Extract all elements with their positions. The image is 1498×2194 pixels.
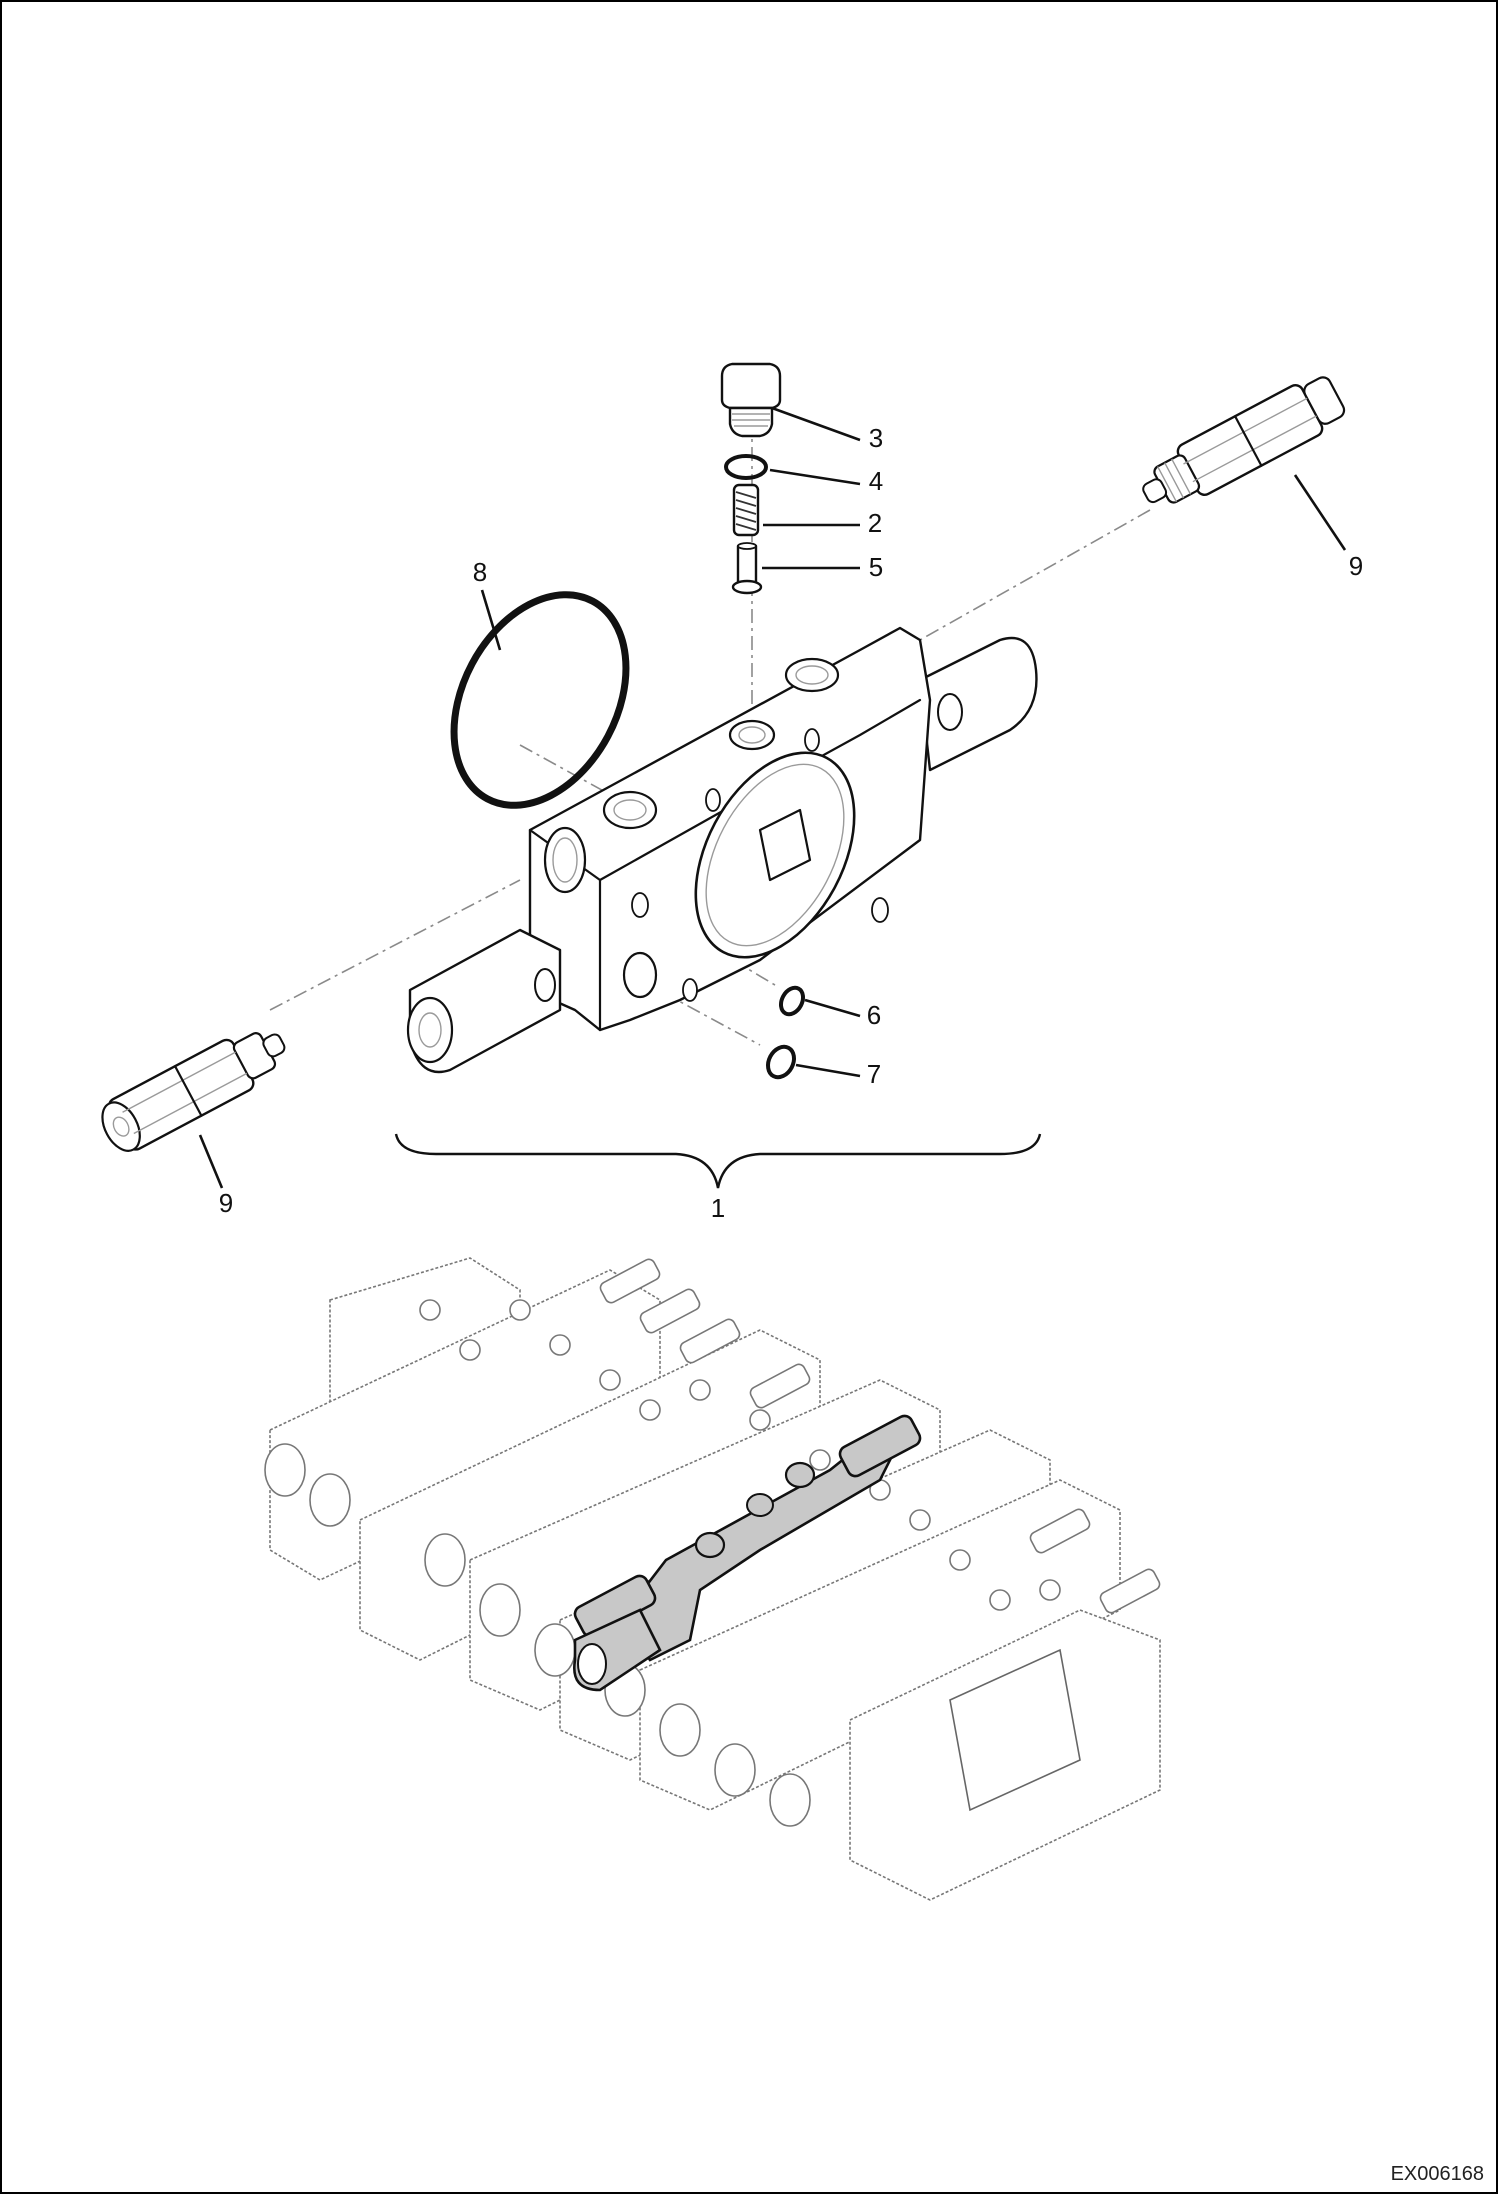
figure-id: EX006168 bbox=[1390, 2163, 1484, 2185]
leader-4 bbox=[769, 468, 861, 486]
callout-9-left: 9 bbox=[218, 1188, 234, 1218]
callout-2: 2 bbox=[867, 508, 883, 538]
callout-8: 8 bbox=[472, 557, 488, 587]
callout-5: 5 bbox=[868, 552, 884, 582]
oring-part-8[interactable] bbox=[419, 565, 660, 835]
leader-9-left bbox=[198, 1134, 224, 1189]
leader-8 bbox=[480, 589, 502, 651]
valve-section-body[interactable] bbox=[406, 626, 1038, 1074]
leader-3 bbox=[771, 406, 861, 442]
valve-stack-locator-view bbox=[264, 1257, 1161, 1901]
callout-1: 1 bbox=[710, 1193, 726, 1223]
relief-valve-right-part-9[interactable] bbox=[1133, 369, 1350, 520]
leader-9-right bbox=[1293, 474, 1347, 551]
leader-6 bbox=[804, 998, 861, 1018]
plug-part-3[interactable] bbox=[720, 362, 782, 438]
callout-6: 6 bbox=[866, 1000, 882, 1030]
poppet-part-5[interactable] bbox=[731, 542, 763, 595]
oring-part-7[interactable] bbox=[763, 1042, 799, 1082]
callout-4: 4 bbox=[868, 466, 884, 496]
highlighted-valve-section bbox=[572, 1414, 922, 1692]
callout-7: 7 bbox=[866, 1059, 882, 1089]
relief-valve-left-part-9[interactable] bbox=[94, 1016, 295, 1158]
leader-7 bbox=[795, 1063, 861, 1078]
spring-part-2[interactable] bbox=[732, 483, 760, 537]
callout-9-right: 9 bbox=[1348, 551, 1364, 581]
assembly-brace bbox=[394, 1133, 1042, 1189]
callout-3: 3 bbox=[868, 423, 884, 453]
oring-part-6[interactable] bbox=[777, 984, 808, 1018]
oring-part-4[interactable] bbox=[724, 454, 768, 480]
